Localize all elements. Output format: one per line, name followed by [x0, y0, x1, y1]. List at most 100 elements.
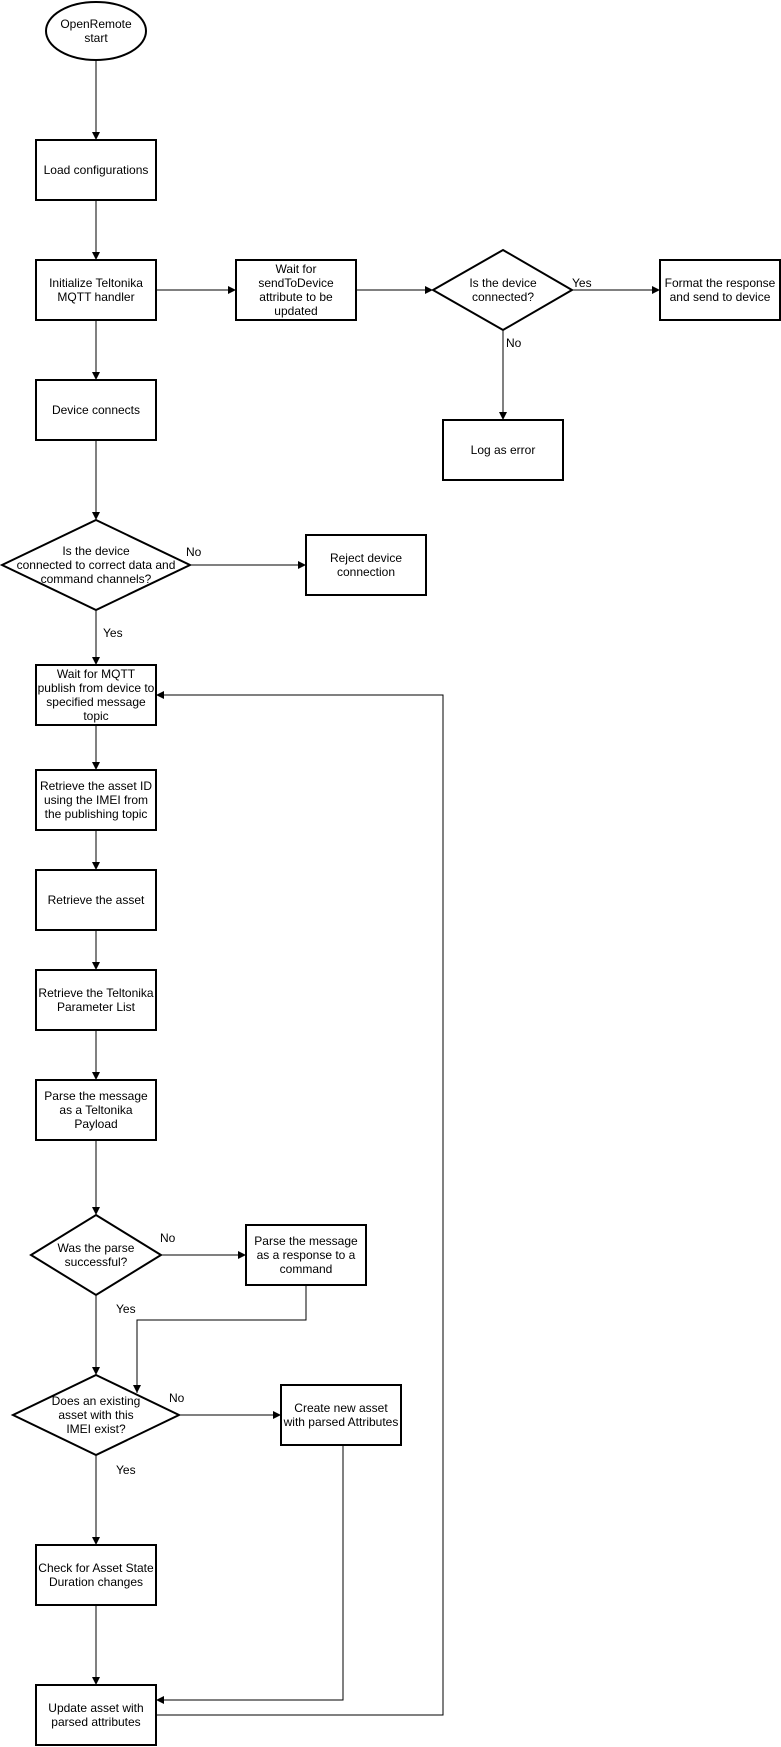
node-label-line: the publishing topic: [45, 807, 148, 821]
node-label-line: Retrieve the asset ID: [40, 779, 152, 793]
node-label-line: Log as error: [471, 443, 536, 457]
node-label-line: Payload: [74, 1117, 117, 1131]
node-label-line: parsed attributes: [51, 1715, 140, 1729]
node-label-line: asset with this: [58, 1408, 133, 1422]
node-label-line: specified message: [46, 695, 146, 709]
node-label: Load configurations: [44, 163, 149, 177]
node-label-line: sendToDevice: [258, 276, 334, 290]
edge-label-no-parse: No: [160, 1231, 176, 1245]
node-label-line: Device connects: [52, 403, 140, 417]
node-label: Device connects: [52, 403, 140, 417]
node-label-line: connected?: [472, 290, 534, 304]
node-label-line: command channels?: [41, 572, 152, 586]
node-label-line: Reject device: [330, 551, 402, 565]
edge-label-yes-parse: Yes: [116, 1302, 136, 1316]
node-label-line: Load configurations: [44, 163, 149, 177]
edge-label-no-exists: No: [169, 1391, 185, 1405]
edge-label-yes-exists: Yes: [116, 1463, 136, 1477]
node-device-connects: Device connects: [35, 379, 157, 441]
node-label-line: start: [84, 31, 108, 45]
edge-label-yes-connected: Yes: [572, 276, 592, 290]
edge-update-loop-to-wait-publish: [156, 691, 444, 1716]
node-label-line: publish from device to: [38, 681, 155, 695]
edge-label-no-connected: No: [506, 336, 522, 350]
edge-label-no-channels: No: [186, 545, 202, 559]
node-label-line: and send to device: [670, 290, 771, 304]
node-label-line: Does an existing: [52, 1394, 141, 1408]
node-label-line: command: [280, 1262, 333, 1276]
node-label-line: MQTT handler: [57, 290, 134, 304]
node-label-line: Is the device: [469, 276, 537, 290]
node-label-line: using the IMEI from: [44, 793, 148, 807]
node-label-line: Update asset with: [48, 1701, 143, 1715]
node-label-line: Initialize Teltonika: [49, 276, 143, 290]
node-label-line: connected to correct data and: [17, 558, 176, 572]
edge-parse-response-to-exists-q: [133, 1285, 307, 1393]
node-label-line: Wait for: [276, 262, 317, 276]
node-label-line: Create new asset: [294, 1401, 388, 1415]
node-label-line: successful?: [65, 1255, 128, 1269]
node-retrieve-asset: Retrieve the asset: [35, 869, 157, 931]
node-label-line: as a Teltonika: [59, 1103, 132, 1117]
node-label-line: topic: [83, 709, 108, 723]
node-label-line: as a response to a: [257, 1248, 356, 1262]
node-label-line: Is the device: [62, 544, 130, 558]
edge-label-yes-channels: Yes: [103, 626, 123, 640]
node-label-line: Parse the message: [44, 1089, 148, 1103]
node-label-line: Wait for MQTT: [57, 667, 136, 681]
node-label-line: Check for Asset State: [38, 1561, 154, 1575]
node-label-line: IMEI exist?: [66, 1422, 126, 1436]
node-load-configurations: Load configurations: [35, 139, 157, 201]
node-label-line: with parsed Attributes: [283, 1415, 399, 1429]
node-label-line: Parse the message: [254, 1234, 358, 1248]
node-label-line: Parameter List: [57, 1000, 136, 1014]
node-label-line: connection: [337, 565, 395, 579]
node-label-line: updated: [274, 304, 317, 318]
node-log-error: Log as error: [442, 419, 564, 481]
node-label-line: Retrieve the Teltonika: [38, 986, 154, 1000]
node-label: Log as error: [471, 443, 536, 457]
node-label-line: OpenRemote: [60, 17, 132, 31]
node-label-line: Retrieve the asset: [48, 893, 145, 907]
node-label-line: Duration changes: [49, 1575, 143, 1589]
node-label-line: attribute to be: [259, 290, 333, 304]
node-label-line: Was the parse: [58, 1241, 135, 1255]
edge-create-to-update: [156, 1445, 344, 1704]
node-label-line: Format the response: [665, 276, 776, 290]
